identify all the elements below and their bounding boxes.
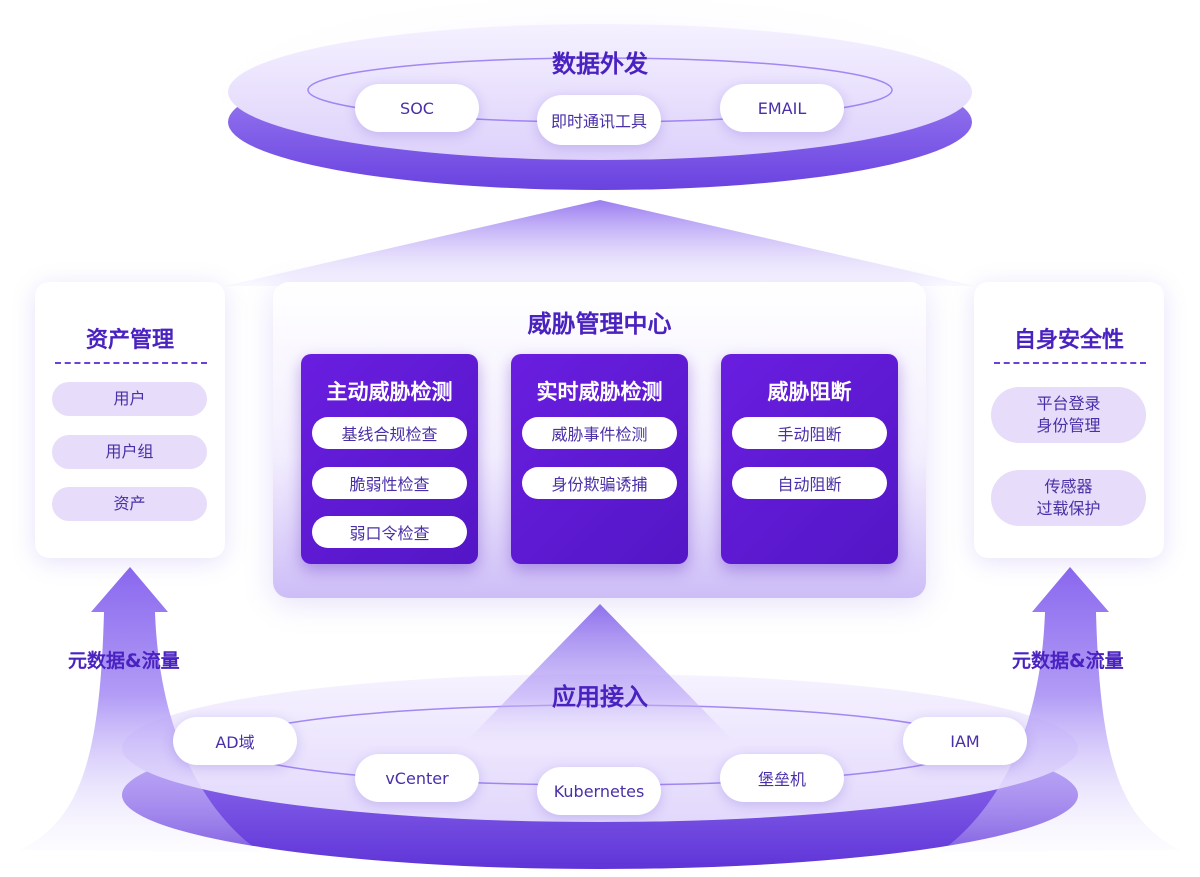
top-platform-item-im-tools: 即时通讯工具 (537, 95, 661, 145)
bottom-platform-title: 应用接入 (552, 683, 648, 711)
threat-management-center: 威胁管理中心 主动威胁检测 基线合规检查 脆弱性检查 弱口令检查 实时威胁检测 … (273, 282, 926, 598)
asset-item-user-group: 用户组 (52, 435, 207, 469)
security-item-sensor-overload: 传感器 过载保护 (991, 470, 1146, 526)
top-platform-item-email: EMAIL (720, 84, 844, 132)
security-item-line: 平台登录 (1036, 394, 1101, 413)
module-item: 威胁事件检测 (522, 417, 677, 449)
module-item: 手动阻断 (732, 417, 887, 449)
module-realtime-detection: 实时威胁检测 威胁事件检测 身份欺骗诱捕 (511, 354, 688, 564)
bottom-platform-item-iam: IAM (903, 717, 1027, 765)
module-item: 基线合规检查 (312, 417, 467, 449)
security-item-login-identity: 平台登录 身份管理 (991, 387, 1146, 443)
top-platform-title: 数据外发 (552, 50, 648, 78)
bottom-platform-item-kubernetes: Kubernetes (537, 767, 661, 815)
top-platform-item-soc: SOC (355, 84, 479, 132)
asset-item-user: 用户 (52, 382, 207, 416)
module-title: 实时威胁检测 (536, 380, 663, 404)
self-security-card: 自身安全性 平台登录 身份管理 传感器 过载保护 (974, 282, 1164, 558)
module-title: 主动威胁检测 (326, 380, 453, 404)
self-security-title: 自身安全性 (1013, 328, 1124, 353)
module-item: 脆弱性检查 (312, 467, 467, 499)
module-title: 威胁阻断 (767, 380, 852, 404)
asset-management-title: 资产管理 (85, 328, 174, 353)
module-item: 自动阻断 (732, 467, 887, 499)
module-threat-blocking: 威胁阻断 手动阻断 自动阻断 (721, 354, 898, 564)
left-flow-label: 元数据&流量 (68, 650, 180, 672)
asset-management-card: 资产管理 用户 用户组 资产 (35, 282, 225, 558)
threat-center-title: 威胁管理中心 (527, 310, 672, 338)
divider (994, 362, 1146, 364)
security-item-line: 传感器 (1044, 477, 1093, 496)
module-active-detection: 主动威胁检测 基线合规检查 脆弱性检查 弱口令检查 (301, 354, 478, 564)
module-item: 身份欺骗诱捕 (522, 467, 677, 499)
security-item-line: 身份管理 (1036, 416, 1101, 435)
module-item: 弱口令检查 (312, 516, 467, 548)
bottom-platform-item-vcenter: vCenter (355, 754, 479, 802)
right-flow-label: 元数据&流量 (1012, 650, 1124, 672)
asset-item-asset: 资产 (52, 487, 207, 521)
divider (55, 362, 207, 364)
security-item-line: 过载保护 (1036, 499, 1101, 518)
bottom-platform-item-ad: AD域 (173, 717, 297, 765)
bottom-platform-item-bastion: 堡垒机 (720, 754, 844, 802)
